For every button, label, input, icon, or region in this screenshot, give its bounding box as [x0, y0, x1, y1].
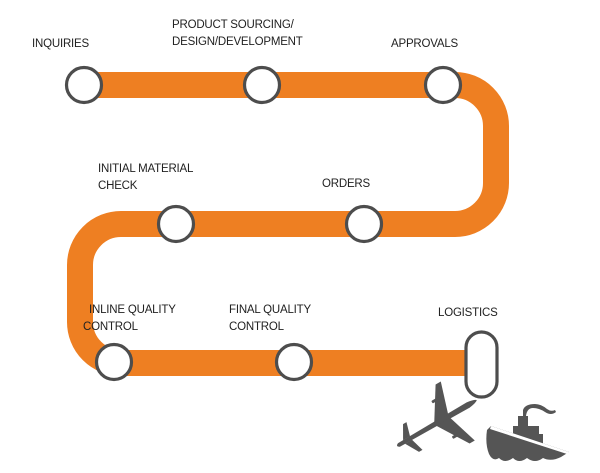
label-orders: ORDERS	[322, 178, 371, 190]
label-line: INITIAL MATERIAL	[98, 163, 194, 175]
label-line: FINAL QUALITY	[229, 304, 311, 316]
label-line: INQUIRIES	[32, 38, 90, 50]
ship-icon	[486, 404, 569, 461]
label-line: ORDERS	[322, 178, 371, 190]
label-product-sourcing: PRODUCT SOURCING/ DESIGN/DEVELOPMENT	[172, 19, 303, 48]
station-final-quality-control	[274, 342, 314, 382]
label-line: PRODUCT SOURCING/	[172, 19, 295, 31]
label-line: DESIGN/DEVELOPMENT	[172, 36, 303, 48]
label-approvals: APPROVALS	[391, 38, 459, 50]
label-line: LOGISTICS	[438, 307, 498, 319]
station-inquiries	[64, 65, 104, 105]
label-initial-material-check: INITIAL MATERIAL CHECK	[98, 163, 196, 192]
station-approvals	[423, 65, 463, 105]
label-final-quality-control: FINAL QUALITY CONTROL	[229, 304, 314, 333]
airplane-icon	[397, 381, 477, 452]
label-line: INLINE QUALITY	[89, 304, 176, 316]
station-initial-material-check	[156, 204, 196, 244]
process-track	[67, 72, 509, 376]
label-line: CONTROL	[83, 321, 139, 333]
label-inquiries: INQUIRIES	[32, 38, 90, 50]
station-inline-quality-control	[94, 342, 134, 382]
label-logistics: LOGISTICS	[438, 307, 498, 319]
label-line: APPROVALS	[391, 38, 459, 50]
station-product-sourcing	[242, 65, 282, 105]
station-orders	[344, 204, 384, 244]
label-line: CONTROL	[229, 321, 285, 333]
station-logistics	[464, 330, 499, 399]
label-line: CHECK	[98, 180, 138, 192]
label-inline-quality-control: INLINE QUALITY CONTROL	[83, 304, 178, 333]
